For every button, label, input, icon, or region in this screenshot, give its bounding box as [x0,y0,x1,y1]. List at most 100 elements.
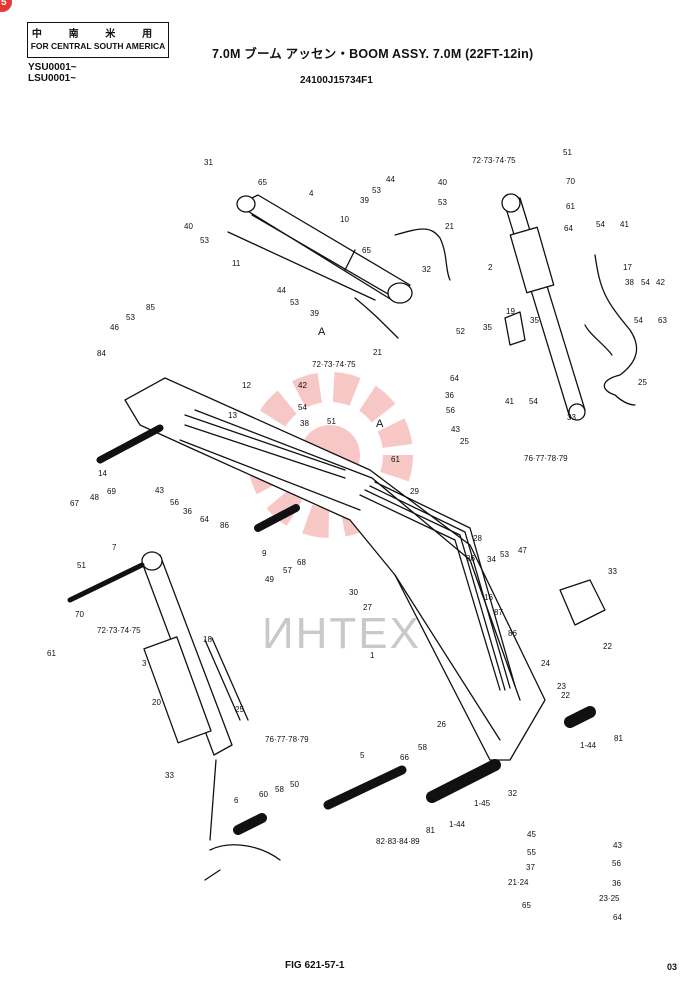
region-chinese: 中 南 米 用 [31,29,165,40]
callout-42: 42 [298,381,307,390]
callout-23: 23 [557,682,566,691]
callout-53: 53 [438,198,447,207]
callout-A: A [376,418,384,430]
callout-17: 17 [623,263,632,272]
callout-36: 36 [183,507,192,516]
callout-53: 53 [126,313,135,322]
callout-32: 32 [508,789,517,798]
callout-43: 43 [155,486,164,495]
callout-25: 25 [235,705,244,714]
callout-60: 60 [259,790,268,799]
serial-range-1: YSU0001~ [28,62,77,73]
page-title: 7.0M ブーム アッセン・BOOM ASSY. 7.0M (22FT-12in… [212,47,534,61]
callout-51: 51 [563,148,572,157]
bracket-19 [504,311,526,346]
callout-65: 65 [522,901,531,910]
base-sketch [204,759,281,881]
callout-46: 46 [110,323,119,332]
callout-45: 45 [527,830,536,839]
callout-63: 63 [658,316,667,325]
callout-68: 68 [297,558,306,567]
pin-14 [96,424,164,464]
callout-2: 2 [488,263,493,272]
callout-32: 32 [422,265,431,274]
boom-cylinder-upper [227,194,413,304]
callout-64: 64 [613,913,622,922]
callout-61: 61 [47,649,56,658]
callout-5: 5 [360,751,365,760]
pipe-12-13 [184,414,346,479]
callout-58: 58 [418,743,427,752]
pin-1-45 [426,759,501,803]
bushing-1-44 [564,706,596,728]
callout-25: 25 [460,437,469,446]
callout-21: 21 [373,348,382,357]
callout-35: 35 [483,323,492,332]
callout-37: 37 [526,863,535,872]
callout-22: 22 [561,691,570,700]
callout-54: 54 [298,403,307,412]
callout-58: 58 [275,785,284,794]
figure-number: FIG 621-57-1 [285,960,345,971]
boom-pipes [359,481,516,691]
watermark-text: ИНТЕХ [262,609,421,658]
callout-41: 41 [505,397,514,406]
region-box: 中 南 米 用 FOR CENTRAL SOUTH AMERICA [27,22,169,58]
callout-13: 13 [228,411,237,420]
callout-25: 25 [638,378,647,387]
callout-76-79: 76·77·78·79 [265,735,309,744]
hose-18-20 [204,637,249,721]
callout-72-75: 72·73·74·75 [472,156,516,165]
region-english: FOR CENTRAL SOUTH AMERICA [30,41,166,51]
callout-20: 20 [152,698,161,707]
callout-76-79: 76·77·78·79 [524,454,568,463]
callout-41: 41 [620,220,629,229]
callout-81: 81 [426,826,435,835]
callout-65: 65 [258,178,267,187]
callout-21-24: 21·24 [508,878,529,887]
callout-27: 27 [363,603,372,612]
callout-51: 51 [77,561,86,570]
callout-6: 6 [234,796,239,805]
callout-14: 14 [98,469,107,478]
callout-65: 65 [362,246,371,255]
callout-86: 86 [220,521,229,530]
callout-82-89: 82·83·84·89 [376,837,420,846]
callout-29: 29 [410,487,419,496]
callout-81: 81 [614,734,623,743]
pin-9 [254,504,300,532]
callout-39: 39 [360,196,369,205]
hose-17 [594,254,638,406]
callout-44: 44 [277,286,286,295]
callout-11: 11 [232,259,241,268]
pin-5 [323,765,407,810]
callout-55: 55 [527,848,536,857]
callout-53: 53 [500,550,509,559]
callout-38: 38 [300,419,309,428]
callout-85: 85 [146,303,155,312]
pin-6 [233,813,267,835]
callout-64: 64 [450,374,459,383]
watermark-gear-icon [247,372,413,538]
callout-labels: 31 65 4 44 40 53 39 53 10 21 40 53 65 32… [47,148,667,922]
callout-53: 53 [200,236,209,245]
callout-26: 26 [437,720,446,729]
callout-61: 61 [391,455,400,464]
callout-61: 61 [566,202,575,211]
callout-56: 56 [170,498,179,507]
callout-54: 54 [641,278,650,287]
callout-A: A [318,326,326,338]
callout-40: 40 [184,222,193,231]
callout-36: 36 [612,879,621,888]
callout-1-44: 1-44 [449,820,466,829]
callout-70: 70 [75,610,84,619]
callout-43: 43 [613,841,622,850]
callout-54: 54 [596,220,605,229]
callout-38: 38 [625,278,634,287]
callout-16: 16 [484,593,493,602]
callout-54: 54 [529,397,538,406]
bracket-22 [559,579,606,626]
callout-66: 66 [400,753,409,762]
callout-57: 57 [283,566,292,575]
hose-25-right [584,324,613,356]
